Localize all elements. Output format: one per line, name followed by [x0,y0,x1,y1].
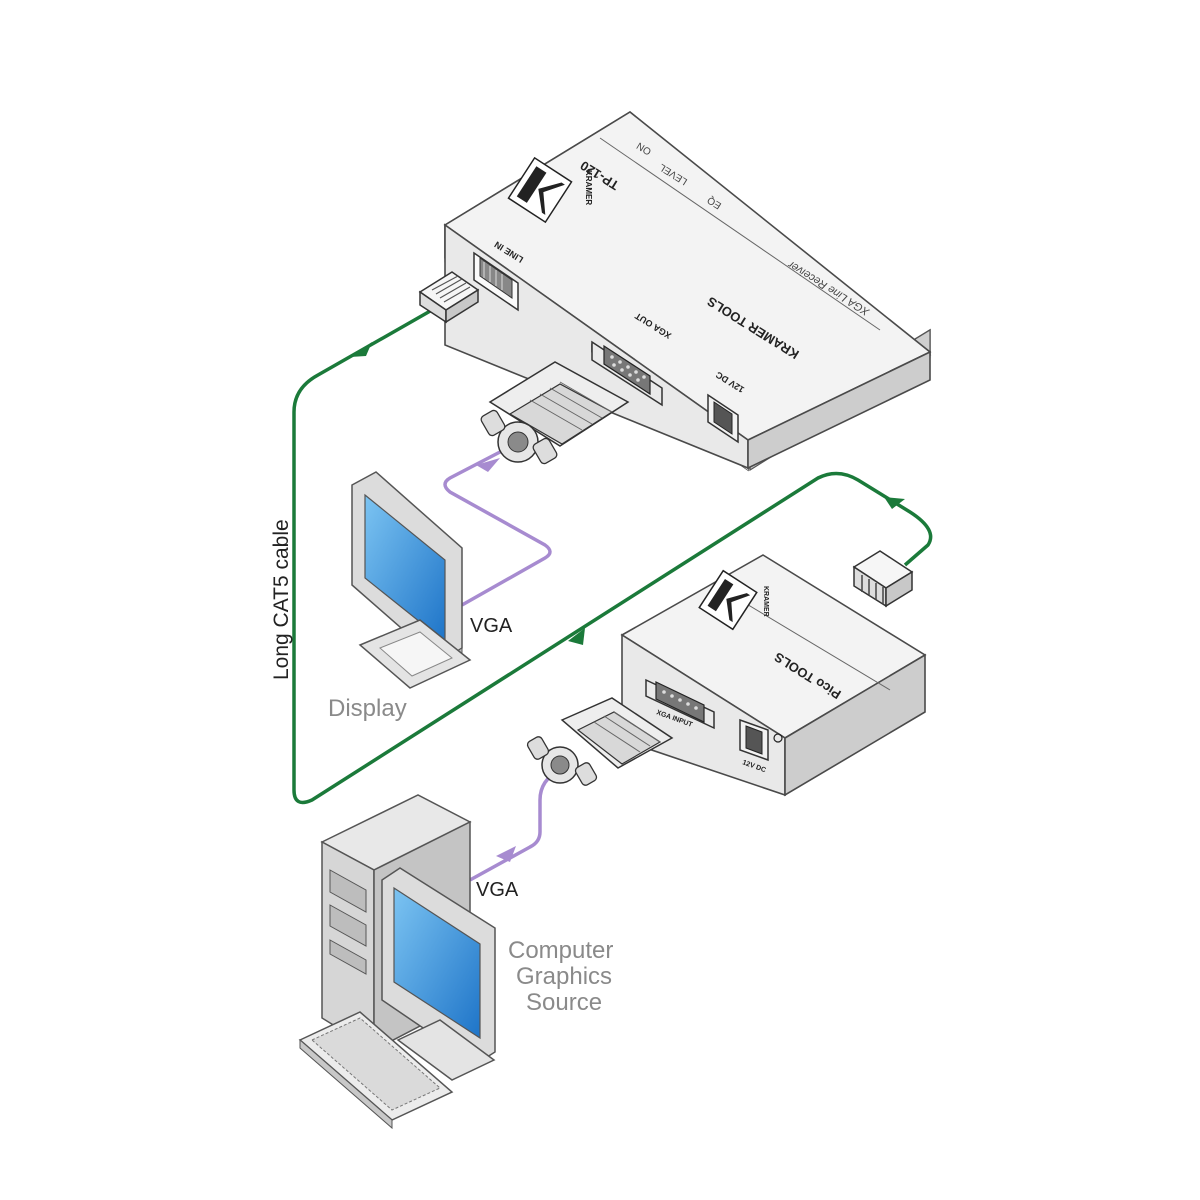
rj45-jack-icon [473,251,519,312]
keyboard-icon [298,1011,454,1130]
cable-cat5-label: Long CAT5 cable [270,519,293,680]
vga-label-source: VGA [476,879,519,901]
kramer-logo-icon [507,156,573,224]
vga-plug-icon [526,697,674,786]
display-label: Display [328,695,407,722]
arrow-icon [476,458,500,472]
arrow-icon [568,628,585,645]
power-jack-icon [707,393,739,444]
source-label-line2: Graphics [516,963,612,990]
receiver-logo-text: KRAMER [584,170,593,205]
vga-connector-icon [591,340,663,407]
rj45-plug-icon [852,550,914,608]
kramer-logo-icon [698,569,758,631]
transmitter-logo-text: KRAMER [762,586,769,617]
power-jack-icon [739,718,783,762]
source-label-line3: Source [526,989,602,1016]
arrow-icon [496,846,516,862]
arrow-icon [884,497,905,509]
vga-plug-icon [480,361,630,465]
source-label-line1: Computer [508,937,613,964]
vga-label-display: VGA [470,615,513,637]
monitor-icon [381,867,496,1081]
vga-cable-source [469,768,561,882]
arrow-icon [350,342,372,357]
vga-connector-icon [645,678,715,730]
receiver-top-stripe [599,137,881,331]
rj45-plug-icon [418,271,480,324]
monitor-icon [351,471,472,689]
cat5-cable-path [292,308,933,805]
vga-cable-display [443,450,552,607]
